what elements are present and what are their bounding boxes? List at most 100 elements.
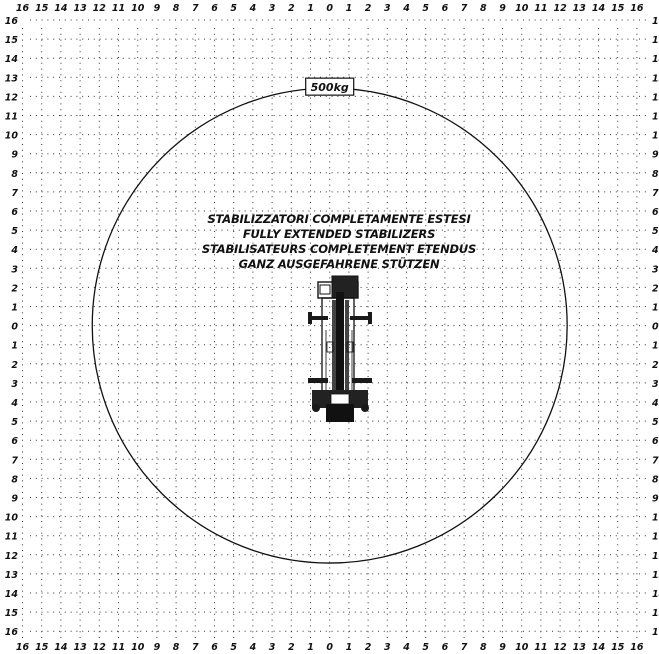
- right-tick-label: 1: [652, 303, 659, 314]
- left-tick-label: 4: [10, 398, 18, 409]
- top-tick-label: 8: [480, 3, 487, 14]
- bottom-tick-label: 14: [54, 642, 68, 653]
- bottom-tick-label: 10: [515, 642, 529, 653]
- top-tick-label: 7: [192, 3, 199, 14]
- right-tick-labels: 1615141312111098765432101234567891011121…: [651, 16, 659, 638]
- left-tick-label: 9: [11, 494, 18, 505]
- top-tick-label: 10: [131, 3, 145, 14]
- bottom-tick-label: 11: [534, 642, 547, 653]
- top-tick-label: 5: [422, 3, 429, 14]
- bottom-tick-label: 5: [230, 642, 237, 653]
- top-tick-label: 6: [442, 3, 449, 14]
- bottom-tick-label: 13: [573, 642, 587, 653]
- right-tick-label: 4: [651, 398, 659, 409]
- right-tick-label: 13: [652, 73, 659, 84]
- right-tick-label: 3: [652, 264, 659, 275]
- bottom-tick-label: 3: [384, 642, 391, 653]
- top-tick-label: 6: [211, 3, 218, 14]
- right-tick-label: 5: [652, 417, 659, 428]
- bottom-tick-label: 8: [173, 642, 180, 653]
- caption-line-german: GANZ AUSGEFAHRENE STÜTZEN: [239, 256, 440, 271]
- left-tick-label: 7: [11, 455, 18, 466]
- bottom-tick-label: 15: [35, 642, 49, 653]
- right-tick-label: 9: [652, 150, 659, 161]
- top-tick-label: 12: [93, 3, 107, 14]
- top-tick-label: 13: [573, 3, 587, 14]
- right-tick-label: 16: [652, 16, 659, 27]
- bottom-tick-label: 0: [326, 642, 333, 653]
- right-tick-label: 0: [652, 322, 659, 333]
- top-tick-label: 0: [326, 3, 333, 14]
- left-tick-label: 1: [11, 303, 18, 314]
- left-tick-label: 5: [11, 417, 18, 428]
- right-tick-label: 12: [652, 92, 659, 103]
- top-tick-label: 3: [384, 3, 391, 14]
- right-tick-label: 8: [652, 474, 659, 485]
- right-tick-label: 10: [652, 513, 659, 524]
- left-tick-label: 11: [5, 532, 18, 543]
- left-tick-labels: 1615141312111098765432101234567891011121…: [5, 16, 19, 638]
- top-tick-label: 3: [269, 3, 276, 14]
- right-tick-label: 15: [652, 35, 659, 46]
- left-tick-label: 7: [11, 188, 18, 199]
- right-tick-label: 11: [652, 112, 659, 123]
- right-tick-label: 10: [652, 131, 659, 142]
- caption-line-italian: STABILIZZATORI COMPLETAMENTE ESTESI: [207, 212, 471, 226]
- left-tick-label: 3: [11, 264, 18, 275]
- bottom-tick-label: 8: [480, 642, 487, 653]
- right-tick-label: 15: [652, 608, 659, 619]
- top-tick-label: 9: [499, 3, 506, 14]
- left-tick-label: 15: [5, 35, 19, 46]
- left-tick-label: 12: [5, 92, 19, 103]
- right-tick-label: 6: [652, 436, 659, 447]
- left-tick-label: 14: [5, 589, 19, 600]
- left-tick-label: 8: [11, 474, 18, 485]
- top-tick-label: 15: [611, 3, 625, 14]
- left-tick-label: 2: [11, 360, 18, 371]
- left-tick-label: 16: [5, 16, 19, 27]
- left-tick-label: 10: [5, 131, 19, 142]
- right-tick-label: 16: [652, 627, 659, 638]
- bottom-tick-label: 5: [422, 642, 429, 653]
- bottom-tick-label: 16: [630, 642, 644, 653]
- load-label-box: 500kg: [305, 77, 355, 96]
- left-tick-label: 13: [5, 570, 19, 581]
- right-tick-label: 7: [652, 188, 659, 199]
- left-tick-label: 9: [11, 150, 18, 161]
- bottom-tick-label: 14: [592, 642, 606, 653]
- bottom-tick-label: 9: [154, 642, 161, 653]
- bottom-tick-label: 4: [249, 642, 257, 653]
- bottom-tick-label: 7: [192, 642, 199, 653]
- left-tick-label: 2: [11, 283, 18, 294]
- bottom-tick-label: 1: [307, 642, 314, 653]
- left-tick-label: 10: [5, 513, 19, 524]
- crane-truck-top-view-icon: [308, 275, 372, 422]
- dotted-grid: [22, 19, 650, 640]
- left-tick-label: 5: [11, 226, 18, 237]
- top-tick-label: 11: [112, 3, 125, 14]
- bottom-tick-label: 2: [365, 642, 372, 653]
- left-tick-label: 6: [11, 436, 18, 447]
- right-tick-label: 1: [652, 341, 659, 352]
- top-tick-label: 11: [534, 3, 547, 14]
- top-tick-label: 1: [307, 3, 314, 14]
- bottom-tick-label: 1: [346, 642, 353, 653]
- bottom-tick-label: 12: [553, 642, 567, 653]
- right-tick-label: 2: [652, 283, 659, 294]
- caption-line-french: STABILISATEURS COMPLETEMENT ETENDUS: [202, 242, 476, 256]
- top-tick-label: 14: [592, 3, 606, 14]
- bottom-tick-label: 6: [211, 642, 218, 653]
- top-tick-label: 4: [402, 3, 410, 14]
- bottom-tick-label: 6: [442, 642, 449, 653]
- bottom-tick-label: 10: [131, 642, 145, 653]
- right-tick-label: 6: [652, 207, 659, 218]
- bottom-tick-label: 12: [93, 642, 107, 653]
- left-tick-label: 1: [11, 341, 18, 352]
- stabilizer-caption: STABILIZZATORI COMPLETAMENTE ESTESI FULL…: [202, 212, 476, 271]
- top-tick-label: 5: [230, 3, 237, 14]
- caption-line-english: FULLY EXTENDED STABILIZERS: [243, 227, 435, 241]
- bottom-tick-label: 16: [16, 642, 30, 653]
- right-tick-label: 14: [652, 54, 659, 65]
- load-label-text: 500kg: [311, 81, 349, 94]
